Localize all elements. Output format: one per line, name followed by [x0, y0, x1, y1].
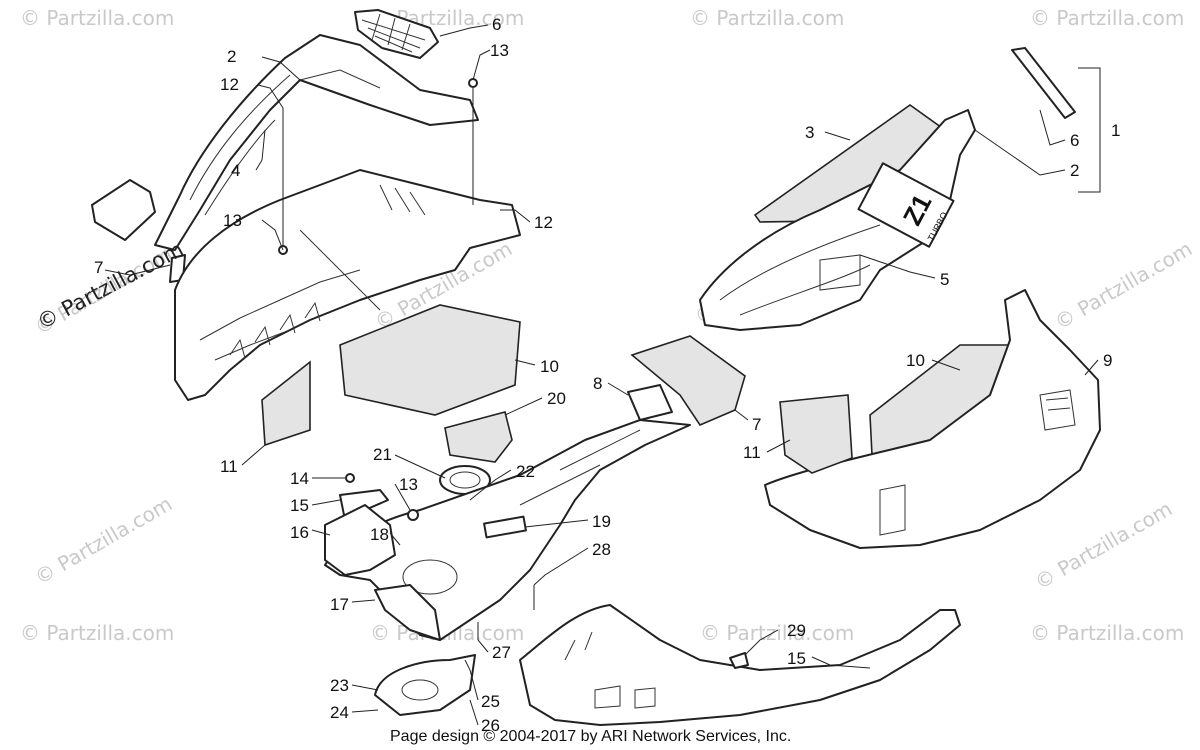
callout-number: 13 — [490, 41, 509, 60]
watermark: © Partzilla.com — [700, 621, 854, 645]
nut-13 — [407, 509, 419, 521]
watermark: © Partzilla.com — [1051, 236, 1197, 334]
skid-rail — [519, 604, 961, 726]
callout-labels: 2 12 4 13 6 13 12 7 3 6 1 2 5 10 11 10 9… — [94, 15, 1120, 735]
vent-grille — [354, 9, 439, 59]
belly-pan-assembly — [324, 411, 691, 716]
callout-number: 11 — [220, 457, 238, 476]
callout-number: 10 — [540, 357, 559, 376]
callout-number: 7 — [752, 415, 761, 434]
grille-mesh — [361, 13, 426, 53]
callout-number: 26 — [481, 716, 500, 735]
shroud-hole — [401, 679, 439, 701]
skid-slots — [564, 631, 656, 709]
callout-number: 23 — [330, 676, 349, 695]
callout-number: 11 — [743, 443, 761, 462]
bracket-19 — [483, 515, 527, 539]
vent-grille-right — [1011, 47, 1076, 119]
callout-number: 28 — [592, 540, 611, 559]
callout-number: 25 — [481, 692, 500, 711]
callout-number: 6 — [1070, 131, 1079, 150]
rivet-29 — [729, 652, 749, 669]
callout-number: 10 — [906, 351, 925, 370]
belly-pan-hole — [402, 559, 458, 595]
side-brace-16 — [324, 504, 396, 576]
callout-number: 18 — [370, 525, 389, 544]
foam-pad-20 — [444, 411, 513, 463]
callout-number: 1 — [1111, 121, 1120, 140]
callout-number: 15 — [290, 496, 309, 515]
callout-number: 15 — [787, 649, 806, 668]
hood-shell-detail — [719, 224, 881, 316]
callout-number: 6 — [492, 15, 501, 34]
side-panel — [764, 289, 1101, 549]
hood-top — [154, 34, 479, 251]
callout-number: 8 — [593, 374, 602, 393]
callout-number: 13 — [399, 475, 418, 494]
callout-number: 19 — [592, 512, 611, 531]
callout-number: 12 — [534, 213, 553, 232]
watermark: © Partzilla.com — [1031, 496, 1177, 594]
callout-number: 27 — [492, 643, 511, 662]
nut — [468, 78, 478, 88]
callout-number: 13 — [223, 211, 242, 230]
footer-copyright: Page design © 2004-2017 by ARI Network S… — [390, 728, 791, 745]
callout-number: 4 — [231, 161, 240, 180]
callout-number: 3 — [805, 123, 814, 142]
callout-number: 22 — [516, 462, 535, 481]
watermark: © Partzilla.com — [20, 6, 174, 30]
hood-top-detail — [189, 69, 381, 216]
left-hood-assembly — [91, 9, 521, 401]
side-panel-vent — [1039, 389, 1076, 431]
gasket-upper-inner — [449, 471, 481, 489]
foam-panel-small — [261, 360, 311, 447]
callout-number: 2 — [1070, 161, 1079, 180]
z1-decal — [857, 162, 955, 248]
assembly-bracket — [1078, 67, 1101, 193]
belly-pan-rib — [519, 429, 641, 506]
callout-number: 12 — [220, 75, 239, 94]
callout-number: 29 — [787, 621, 806, 640]
watermark: © Partzilla.com — [31, 491, 177, 589]
side-watermark: © Partzilla.com — [33, 237, 187, 334]
watermark: © Partzilla.com — [690, 6, 844, 30]
side-brace-17 — [374, 584, 441, 641]
callout-number: 17 — [330, 595, 349, 614]
hood-shell — [699, 109, 976, 331]
callout-number: 24 — [330, 703, 349, 722]
callout-number: 9 — [1103, 351, 1112, 370]
leader-lines — [104, 24, 1099, 726]
callout-number: 5 — [940, 270, 949, 289]
hood-base-teeth — [229, 301, 321, 359]
hood-base-ribs — [199, 184, 426, 361]
foam-panel-large — [339, 304, 521, 416]
watermark: © Partzilla.com — [1030, 621, 1184, 645]
callout-number: 20 — [547, 389, 566, 408]
side-panel-slot — [879, 484, 906, 536]
vent-insert — [627, 384, 673, 421]
lower-skid — [519, 604, 961, 726]
lower-shroud-23 — [374, 654, 476, 716]
foam-panel-right-small — [779, 394, 853, 474]
callout-number: 7 — [94, 258, 103, 277]
nose-piece — [91, 179, 156, 241]
callout-number: 14 — [290, 469, 309, 488]
right-hood-assembly: Z1 TURBO — [699, 47, 1101, 331]
callout-number: 21 — [373, 445, 392, 464]
callout-number: 2 — [227, 47, 236, 66]
bolt-14 — [345, 473, 355, 483]
watermark: © Partzilla.com — [1030, 6, 1184, 30]
callout-number: 16 — [290, 523, 309, 542]
watermark: © Partzilla.com — [20, 621, 174, 645]
right-side-panel — [764, 289, 1101, 549]
